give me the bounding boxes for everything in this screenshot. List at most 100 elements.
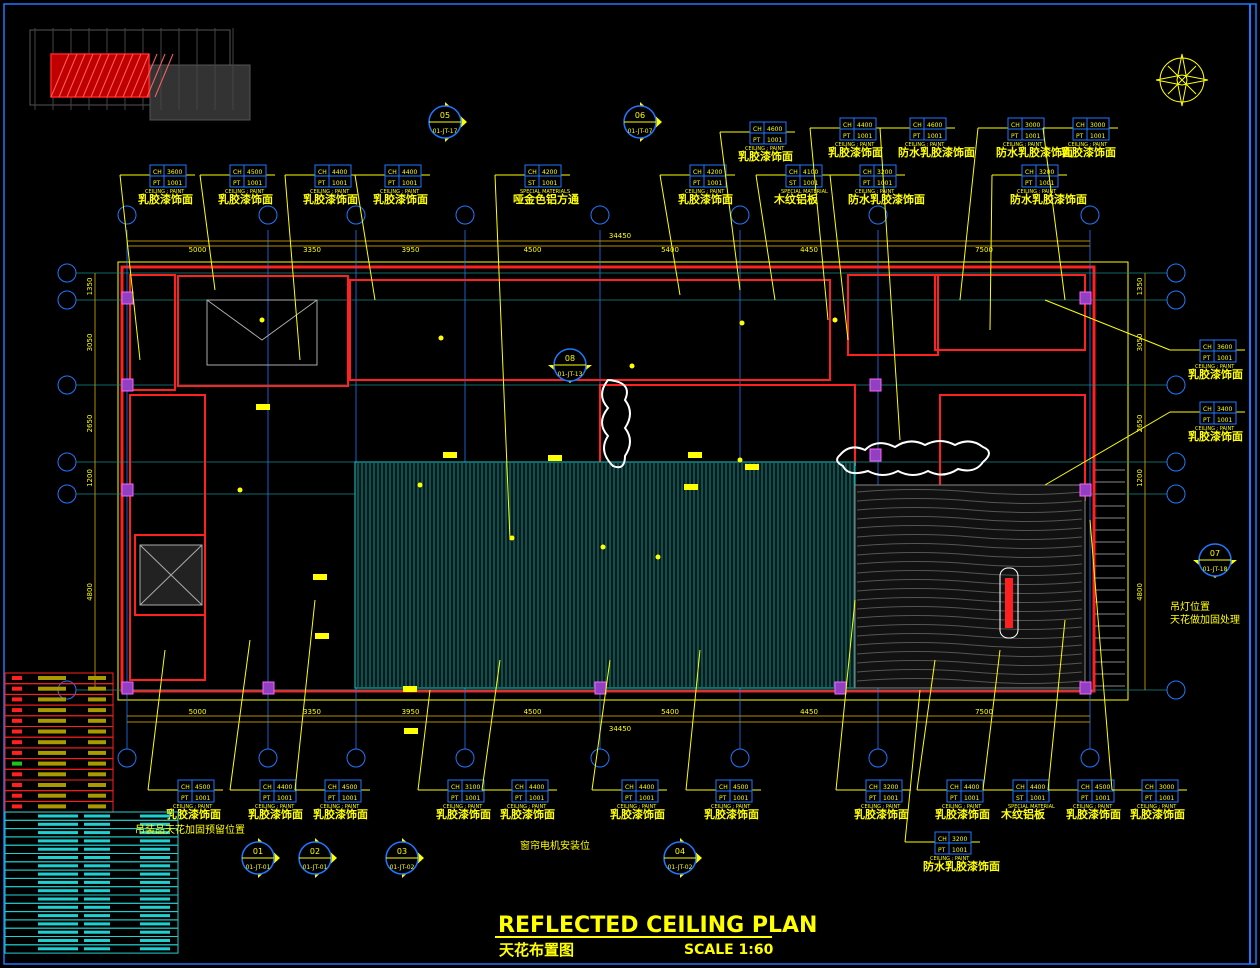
tag-leader — [119, 174, 141, 361]
structural-column — [869, 378, 882, 392]
tag-code: 1001 — [542, 180, 557, 187]
wood-grain — [856, 516, 1083, 522]
title-block: REFLECTED CEILING PLAN 天花布置图 SCALE 1:60 — [495, 913, 817, 959]
tag-ch-value: 3000 — [1090, 122, 1105, 129]
section-number: 05 — [440, 111, 450, 120]
section-number: 07 — [1210, 549, 1220, 558]
pendant-light-core — [1005, 578, 1013, 628]
dimension-text: 3350 — [303, 708, 321, 716]
wood-grain — [856, 552, 1083, 558]
revision-cloud — [836, 440, 990, 476]
dimension-text: 3950 — [402, 708, 420, 716]
tag-ch-label: CH — [869, 784, 878, 791]
tag-category: CEILING : PAINT — [320, 804, 360, 810]
tag-code: 1001 — [167, 180, 182, 187]
section-ref: 01-JT-01 — [246, 864, 271, 871]
tag-category: CEILING : PAINT — [942, 804, 982, 810]
tag-code-type: PT — [1025, 180, 1033, 187]
tag-label: 乳胶漆饰面 — [610, 807, 665, 821]
dimension-text: 4800 — [86, 583, 94, 601]
grid-bubble — [57, 263, 77, 283]
tag-code-type: PT — [843, 133, 851, 140]
tag-category: CEILING : PAINT — [310, 189, 350, 195]
room-wall — [129, 274, 176, 391]
grid-bubble — [868, 748, 888, 768]
tag-ch-value: 3600 — [1217, 344, 1232, 351]
dimension-text: 4800 — [1136, 583, 1144, 601]
schedule-text — [140, 947, 170, 951]
grid-bubble — [730, 205, 750, 225]
revision-cloud — [601, 378, 631, 469]
tag-ch-label: CH — [318, 169, 327, 176]
schedule-text — [140, 905, 170, 909]
grid-bubble — [57, 290, 77, 310]
section-number: 04 — [675, 847, 685, 856]
linear-light — [315, 633, 329, 639]
room-wall — [177, 275, 349, 387]
wood-grain — [856, 678, 1083, 684]
schedule-text — [84, 839, 110, 843]
exterior-wall — [120, 265, 1096, 693]
tag-ch-label: CH — [1081, 784, 1090, 791]
tag-ch-label: CH — [233, 169, 242, 176]
tag-code-type: PT — [1203, 355, 1211, 362]
tag-code-type: PT — [913, 133, 921, 140]
tag-label: 乳胶漆饰面 — [1188, 429, 1243, 443]
legend-description — [38, 761, 66, 766]
legend-symbol — [12, 740, 22, 745]
schedule-text — [84, 947, 110, 951]
light-fixture — [629, 363, 635, 369]
tag-code: 1001 — [767, 137, 782, 144]
schedule-text — [140, 930, 170, 934]
linear-light — [313, 574, 327, 580]
schedule-text — [84, 814, 110, 818]
schedule-text — [84, 905, 110, 909]
tag-leader — [755, 174, 776, 301]
tag-label: 乳胶漆饰面 — [1188, 367, 1243, 381]
tag-category: CEILING : PAINT — [255, 804, 295, 810]
tag-leader — [982, 649, 1001, 791]
tag-ch-label: CH — [1011, 122, 1020, 129]
tag-leader — [879, 127, 901, 441]
plan-outline — [117, 261, 1129, 701]
tag-category: CEILING : PAINT — [905, 142, 945, 148]
key-plan-hatch — [154, 53, 174, 98]
tag-category: SPECIAL MATERIALS — [520, 189, 570, 195]
schedule-text — [38, 856, 78, 859]
tag-code-type: PT — [1011, 133, 1019, 140]
note-pendant: 吊灯位置 — [1170, 600, 1210, 613]
wood-grain — [856, 570, 1083, 576]
wood-grain — [856, 660, 1083, 666]
schedule-text — [84, 922, 110, 926]
schedule-text — [38, 864, 78, 868]
tag-leader — [354, 174, 376, 301]
legend-symbol — [12, 761, 22, 766]
legend-spec — [88, 740, 106, 745]
wood-grain — [856, 597, 1083, 603]
tag-leader — [417, 689, 431, 791]
dimension-text: 5000 — [189, 246, 207, 254]
grid-bubble — [117, 748, 137, 768]
light-fixture — [600, 544, 606, 550]
tag-code: 1001 — [883, 795, 898, 802]
structural-column — [594, 681, 607, 695]
tag-leader — [1044, 411, 1171, 486]
tag-leader — [1089, 519, 1113, 791]
tag-code: 1001 — [342, 795, 357, 802]
tag-code-type: PT — [233, 180, 241, 187]
key-plan-hatch — [106, 53, 126, 98]
tag-label: 乳胶漆饰面 — [1066, 807, 1121, 821]
room-wall — [134, 534, 206, 616]
key-plan-hatch — [82, 53, 102, 98]
tag-code: 1001 — [195, 795, 210, 802]
tag-code-type: PT — [1076, 133, 1084, 140]
tag-category: CEILING : PAINT — [1068, 142, 1108, 148]
tag-code: 1001 — [1039, 180, 1054, 187]
